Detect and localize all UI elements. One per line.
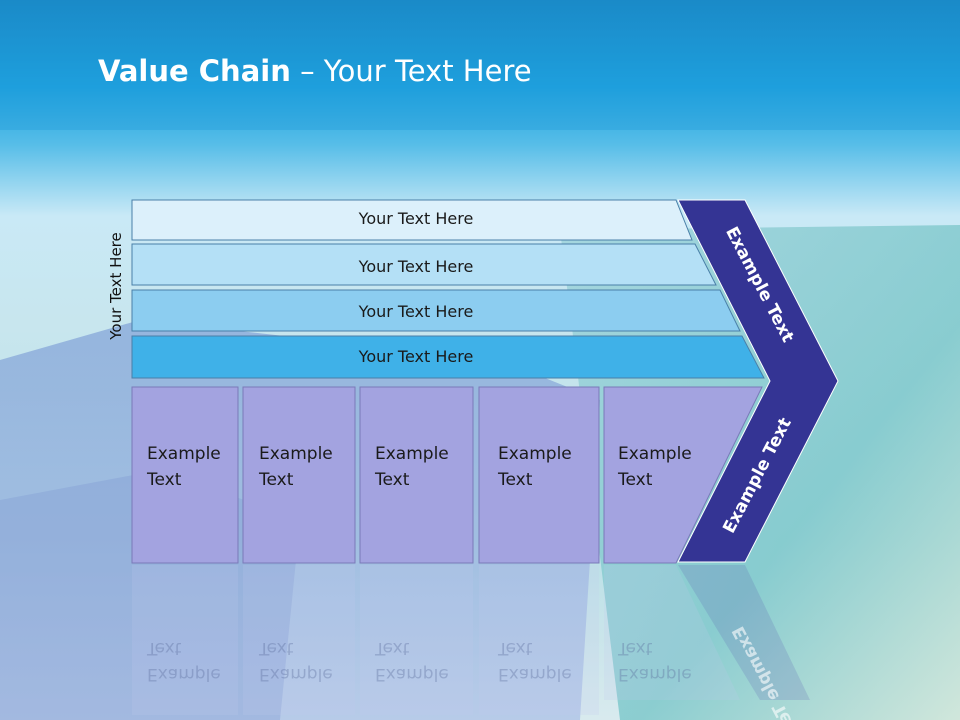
activity-box-2 [242, 386, 356, 564]
chevron-arrow [677, 199, 839, 563]
activity-box-1-line1: Example [147, 444, 221, 464]
reflection-box-3-line1: Example [375, 664, 449, 684]
activity-box-2-line2: Text [258, 470, 294, 490]
activity-box-1-line2: Text [146, 470, 182, 490]
activity-box-1 [131, 386, 239, 564]
reflection-box-5-line2: Text [617, 638, 653, 658]
bar-4 [131, 335, 765, 379]
reflection-box-4-line1: Example [498, 664, 572, 684]
bar-2 [131, 243, 717, 286]
bar-4-label: Your Text Here [358, 347, 474, 366]
diagram-reflection [132, 565, 810, 715]
activity-box-4-line1: Example [498, 444, 572, 464]
reflection-box-4-line2: Text [497, 638, 533, 658]
activity-box-4 [478, 386, 600, 564]
bar-2-label: Your Text Here [358, 257, 474, 276]
reflection-box-1-line1: Example [147, 664, 221, 684]
reflection-box-2-line1: Example [259, 664, 333, 684]
reflection-box-5-line1: Example [618, 664, 692, 684]
bar-1 [131, 199, 693, 241]
reflection-box-1-line2: Text [146, 638, 182, 658]
activity-box-5-line2: Text [617, 470, 653, 490]
bar-1-label: Your Text Here [358, 209, 474, 228]
activity-box-3 [359, 386, 474, 564]
bar-3-label: Your Text Here [358, 302, 474, 321]
activity-box-4-line2: Text [497, 470, 533, 490]
activity-box-3-line2: Text [374, 470, 410, 490]
activity-box-5-line1: Example [618, 444, 692, 464]
slide-title: Value Chain – Your Text Here [98, 54, 532, 88]
reflection-box-2-line2: Text [258, 638, 294, 658]
activity-box-5 [603, 386, 763, 564]
reflection-box-3-line2: Text [374, 638, 410, 658]
activity-box-3-line1: Example [375, 444, 449, 464]
bar-3 [131, 289, 741, 332]
activity-box-2-line1: Example [259, 444, 333, 464]
